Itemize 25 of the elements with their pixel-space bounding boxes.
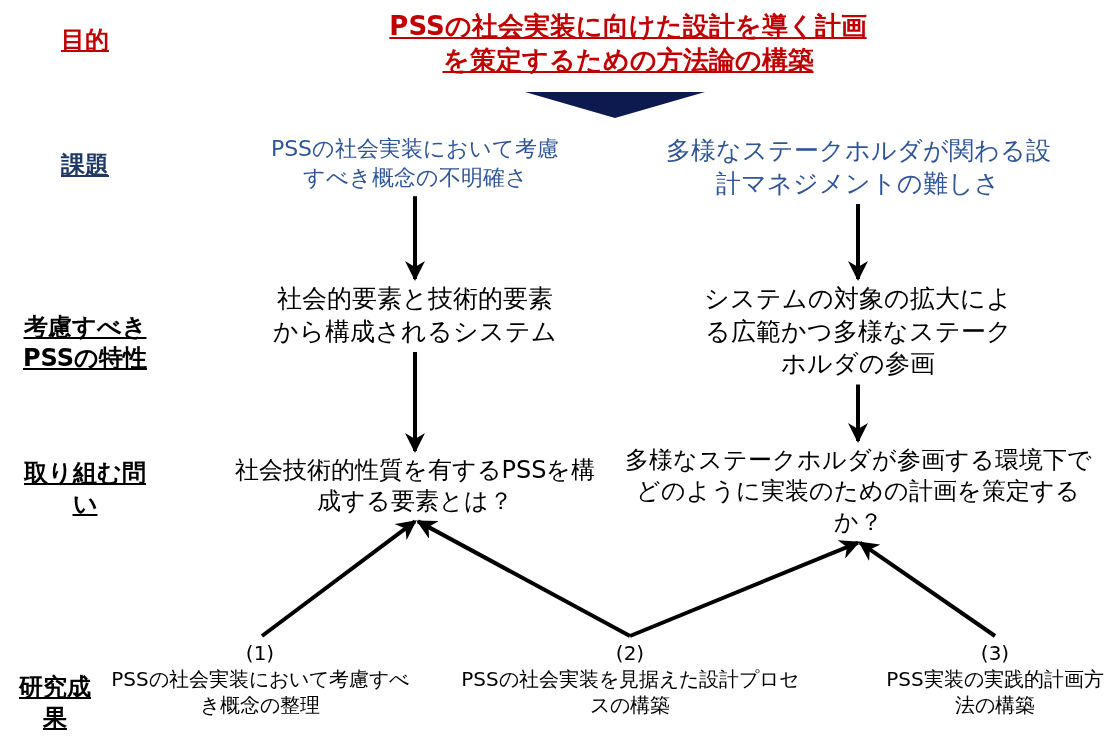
row-heading: 考慮すべきPSSの特性 <box>21 312 149 375</box>
row-heading: 課題 <box>60 150 110 181</box>
statement-text: 多様なステークホルダが参画する環境下でどのように実装のための計画を策定するか？ <box>613 445 1103 539</box>
result-text: PSSの社会実装を見据えた設計プロセスの構築 <box>460 666 800 718</box>
arrow <box>848 204 868 281</box>
arrow <box>260 519 417 638</box>
arrow <box>405 352 425 453</box>
statement-text: システムの対象の拡大による広範かつ多様なステークホルダの参画 <box>698 283 1018 381</box>
item-number: (3) <box>979 640 1011 666</box>
result-text: PSSの社会実装において考慮すべき概念の整理 <box>110 666 410 718</box>
row-heading: 目的 <box>60 25 110 56</box>
item-number: (1) <box>244 640 276 666</box>
arrow <box>858 540 997 638</box>
row-heading: 取り組む問い <box>23 458 147 521</box>
item-number: (2) <box>614 640 646 666</box>
row-heading: 研究成果 <box>18 672 92 735</box>
statement-text: 社会技術的性質を有するPSSを構成する要素とは？ <box>230 455 600 518</box>
statement-text: PSSの社会実装において考慮すべき概念の不明確さ <box>265 135 565 193</box>
arrow <box>848 384 868 443</box>
statement-text: 多様なステークホルダが関わる設計マネジメントの難しさ <box>658 135 1058 200</box>
arrow <box>416 519 631 638</box>
statement-text: 社会的要素と技術的要素から構成されるシステム <box>270 283 560 348</box>
result-text: PSS実装の実践的計画方法の構築 <box>885 666 1105 718</box>
arrow <box>405 196 425 281</box>
arrow <box>629 540 860 638</box>
